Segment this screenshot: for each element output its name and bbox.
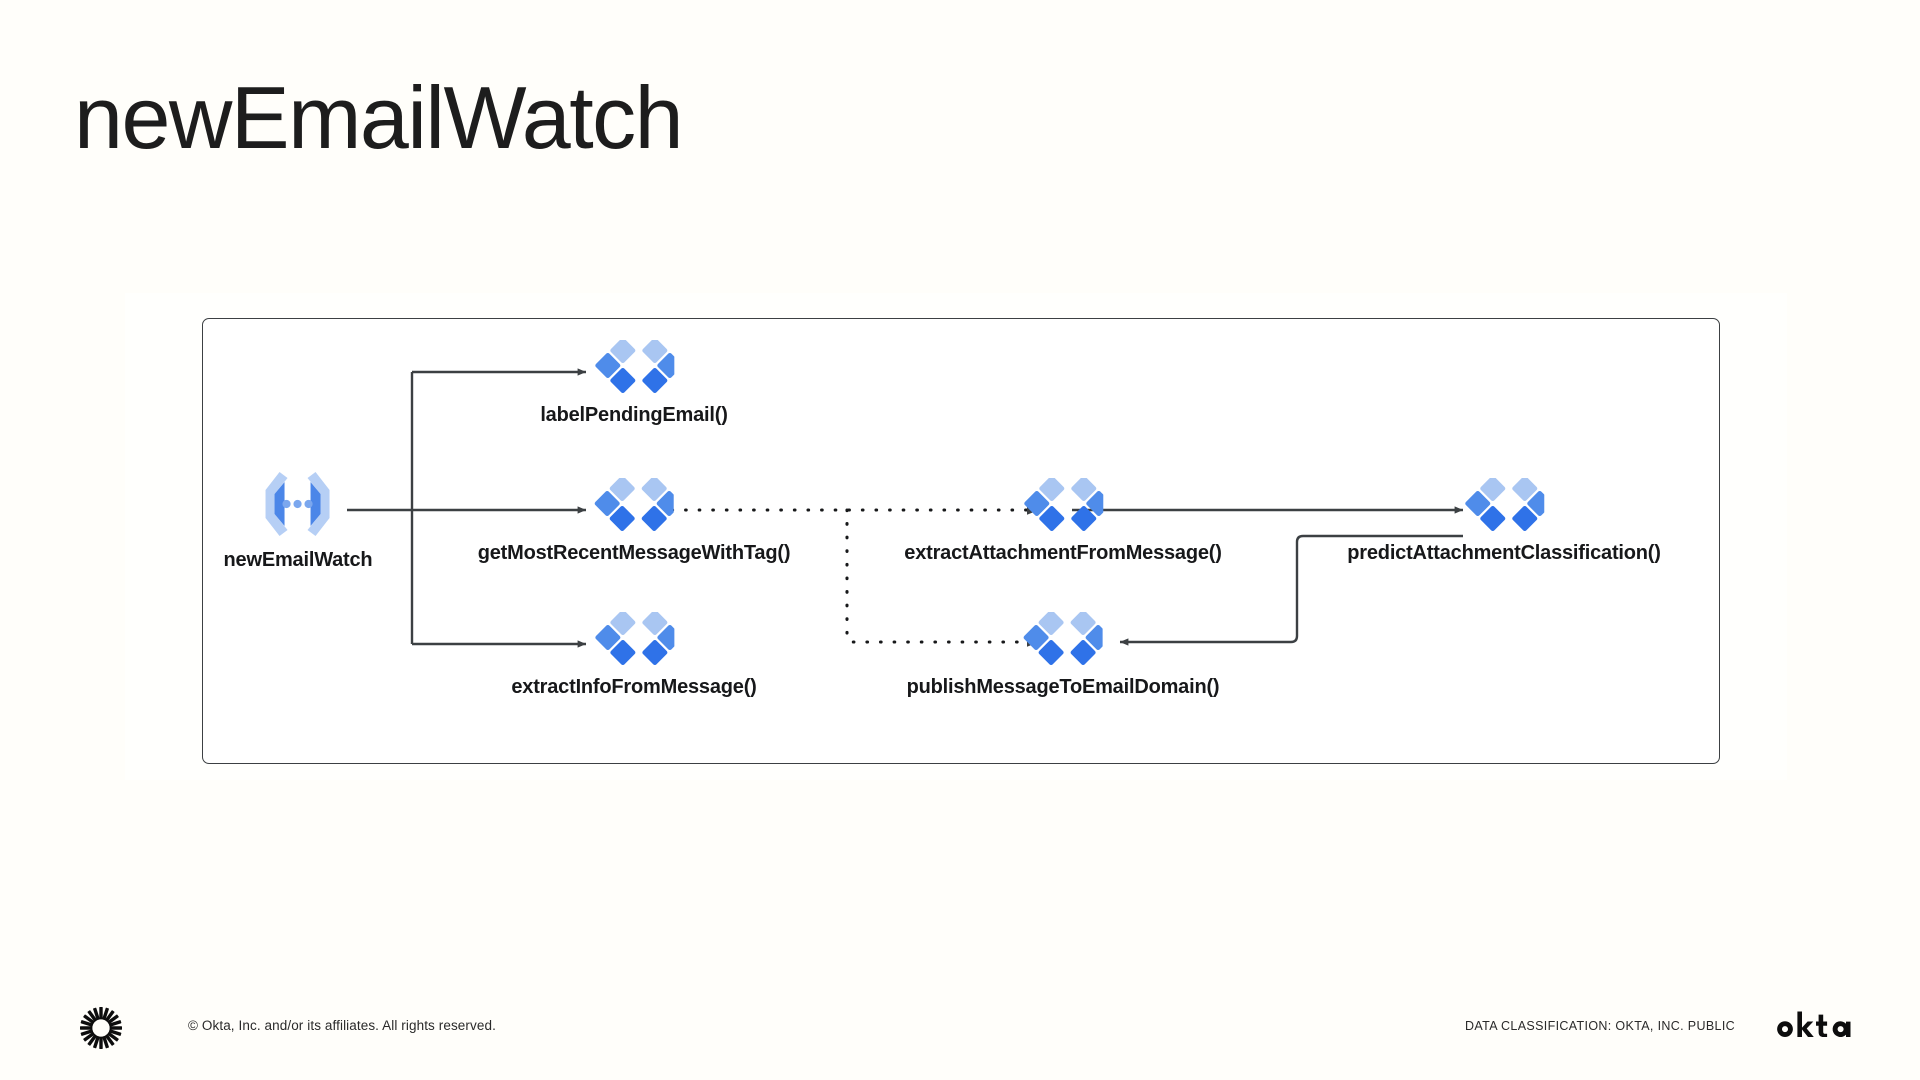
footer-data-classification: DATA CLASSIFICATION: OKTA, INC. PUBLIC <box>1465 1019 1736 1033</box>
okta-wordmark-icon <box>1777 1011 1851 1037</box>
okta-sunburst-icon <box>80 1007 122 1049</box>
node-predictAttachmentClassification[interactable]: predictAttachmentClassification() <box>1347 478 1661 565</box>
node-label-labelPendingEmail: labelPendingEmail() <box>540 404 728 426</box>
footer-copyright: © Okta, Inc. and/or its affiliates. All … <box>188 1018 496 1033</box>
node-getMostRecentMessageWithTag[interactable]: getMostRecentMessageWithTag() <box>477 478 791 565</box>
function-diamonds-icon <box>594 612 674 666</box>
node-extractAttachmentFromMessage[interactable]: extractAttachmentFromMessage() <box>904 478 1222 565</box>
node-publishMessageToEmailDomain[interactable]: publishMessageToEmailDomain() <box>907 612 1220 699</box>
node-labelPendingEmail[interactable]: labelPendingEmail() <box>540 340 728 427</box>
function-diamonds-icon <box>594 340 674 394</box>
function-diamonds-icon <box>1464 478 1544 532</box>
node-label-predictAttachmentClassification: predictAttachmentClassification() <box>1347 542 1661 564</box>
page-title: newEmailWatch <box>74 68 684 167</box>
trigger-brackets-dots-icon <box>265 472 330 536</box>
function-diamonds-icon <box>594 478 674 532</box>
node-label-newEmailWatch: newEmailWatch <box>223 549 373 571</box>
node-label-getMostRecentMessageWithTag: getMostRecentMessageWithTag() <box>477 542 791 564</box>
node-label-extractInfoFromMessage: extractInfoFromMessage() <box>511 676 757 698</box>
function-diamonds-icon <box>1023 612 1103 666</box>
function-diamonds-icon <box>1023 478 1103 532</box>
node-newEmailWatch[interactable]: newEmailWatch <box>224 468 373 572</box>
node-extractInfoFromMessage[interactable]: extractInfoFromMessage() <box>511 612 757 699</box>
node-label-extractAttachmentFromMessage: extractAttachmentFromMessage() <box>904 542 1222 564</box>
node-label-publishMessageToEmailDomain: publishMessageToEmailDomain() <box>906 676 1220 698</box>
